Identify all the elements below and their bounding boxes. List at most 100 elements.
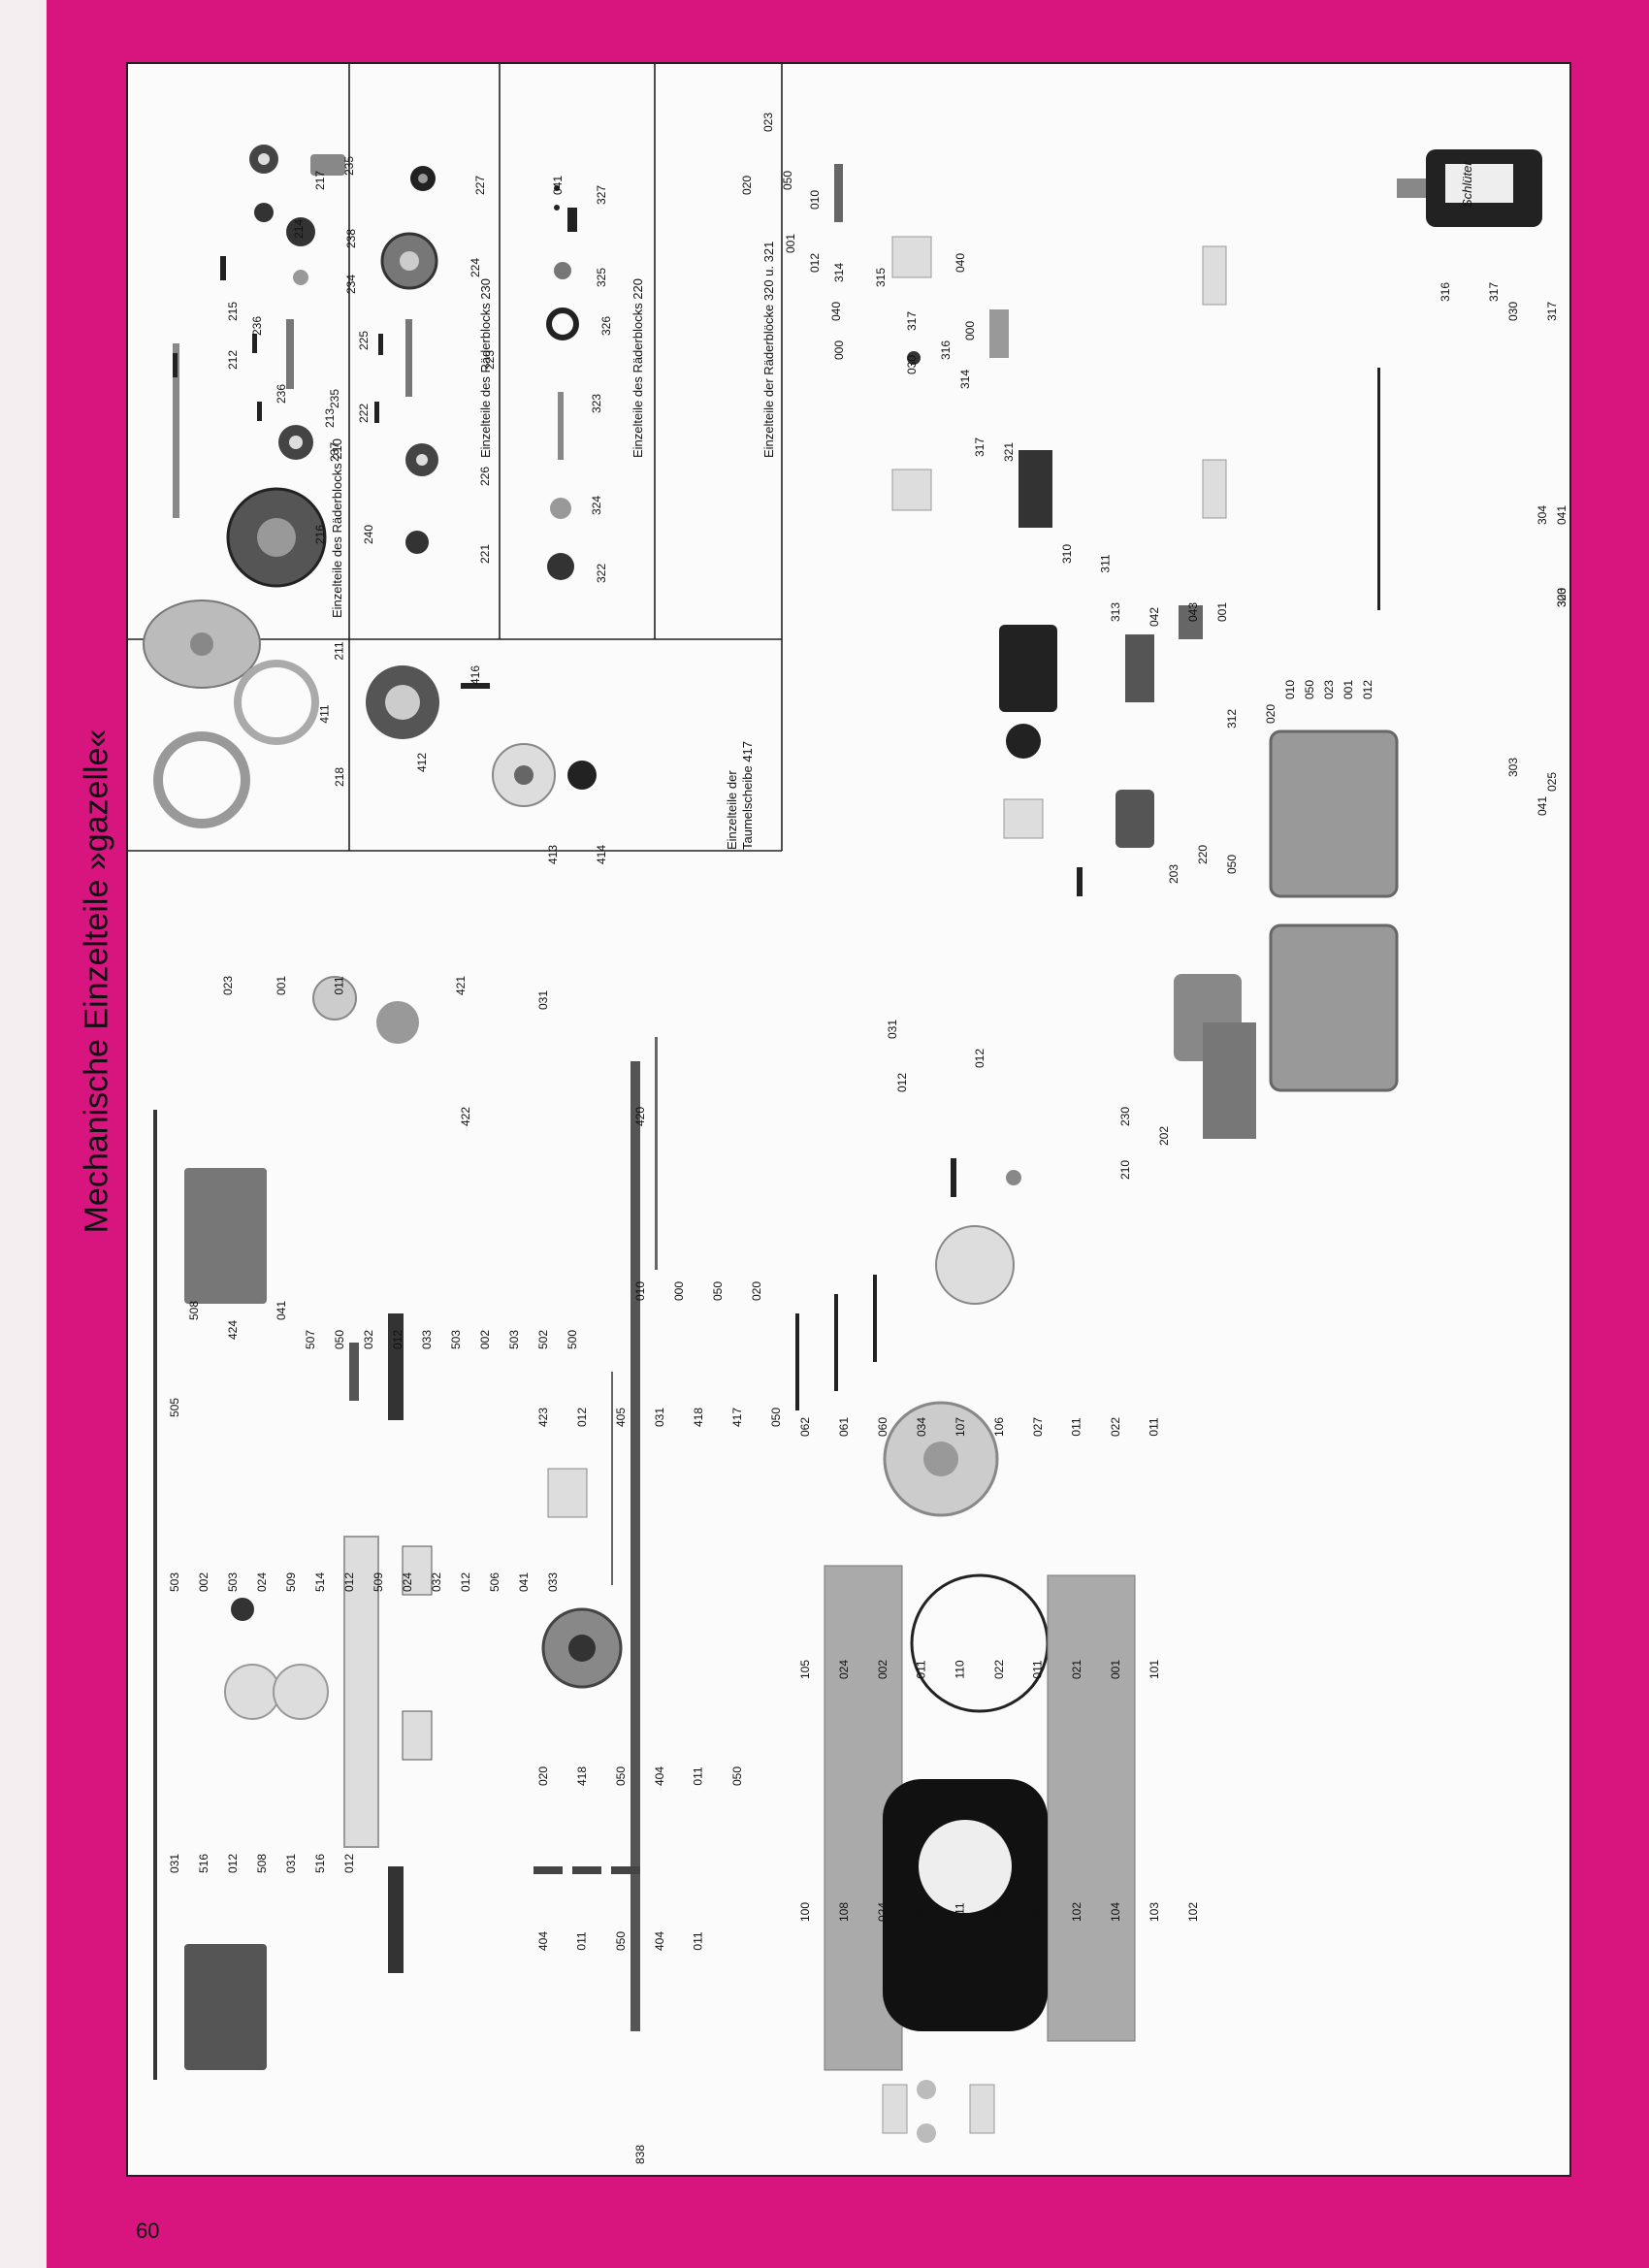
part-041-ball — [554, 185, 560, 191]
part-416-pin — [461, 683, 490, 689]
part-number-label: 034 — [915, 1416, 929, 1438]
gearbox-220-parts — [374, 166, 438, 554]
part-number-label: 041 — [517, 1571, 532, 1593]
part-313-bracket — [1003, 798, 1044, 839]
part-423-clamp — [547, 1468, 588, 1518]
part-number-label: 023 — [1322, 679, 1337, 700]
part-422-bearing — [376, 1001, 419, 1044]
part-number-label: 108 — [837, 1901, 852, 1923]
part-220-gearblock — [1116, 790, 1154, 848]
gearbox-210-parts — [143, 145, 285, 828]
part-number-label: 316 — [1439, 281, 1453, 303]
part-number-label: 315 — [874, 267, 889, 288]
part-number-label: 509 — [372, 1571, 386, 1593]
part-061-key — [834, 1294, 838, 1391]
part-number-label: 224 — [469, 257, 483, 278]
part-number-label: 100 — [798, 1901, 813, 1923]
part-235-shaft — [286, 319, 294, 389]
part-number-label: 000 — [832, 340, 847, 361]
part-034-screw — [951, 1158, 956, 1197]
part-223-shaft — [405, 319, 412, 397]
part-number-label: 221 — [478, 543, 493, 565]
part-number-label: 311 — [1098, 554, 1113, 573]
part-213-shaft — [173, 343, 179, 518]
part-317-bracket-a — [891, 236, 932, 278]
part-number-label: 002 — [478, 1329, 493, 1350]
part-number-label: 002 — [876, 1659, 890, 1680]
part-number-label: 030 — [1506, 301, 1521, 322]
part-number-label: 024 — [876, 1901, 890, 1923]
part-number-label: 012 — [973, 1048, 987, 1069]
part-number-label: 024 — [255, 1571, 270, 1593]
part-number-label: 031 — [653, 1407, 667, 1428]
part-number-label: 240 — [362, 524, 376, 545]
part-number-label: 040 — [829, 301, 844, 322]
part-222-pin — [374, 402, 379, 423]
part-number-label: 213 — [323, 407, 338, 429]
part-number-label: 503 — [507, 1329, 522, 1350]
part-number-label: 012 — [575, 1407, 590, 1428]
part-number-label: 417 — [730, 1407, 745, 1428]
part-number-label: 516 — [313, 1853, 328, 1874]
part-number-label: 002 — [915, 1901, 929, 1923]
part-number-label: 002 — [197, 1571, 211, 1593]
main-left-parts — [153, 1110, 433, 2080]
part-number-label: 211 — [332, 641, 346, 661]
part-number-label: 508 — [255, 1853, 270, 1874]
part-104-bush — [917, 2080, 936, 2099]
part-number-label: 502 — [536, 1329, 551, 1350]
part-number-label: 012 — [1361, 679, 1375, 700]
part-number-label: 031 — [536, 989, 551, 1011]
upper-right-parts — [834, 149, 1542, 839]
part-number-label: 320 — [1555, 587, 1569, 608]
part-031-screw — [1077, 867, 1083, 896]
caption-taumelscheibe-line1: Einzelteile der — [725, 770, 739, 850]
part-number-label: 011 — [1030, 1660, 1045, 1679]
part-108-bore — [919, 1820, 1012, 1913]
part-number-label: 031 — [168, 1853, 182, 1874]
part-507-lever — [349, 1343, 359, 1401]
part-number-label: 215 — [226, 301, 241, 322]
part-number-label: 418 — [575, 1766, 590, 1787]
part-number-label: 012 — [391, 1329, 405, 1350]
part-number-label: 314 — [832, 262, 847, 283]
part-number-label: 011 — [914, 1660, 928, 1679]
part-number-label: 024 — [401, 1571, 415, 1593]
part-number-label: 023 — [221, 975, 236, 996]
part-number-label: 061 — [837, 1416, 852, 1438]
part-304-rod — [1377, 368, 1380, 610]
part-number-label: 050 — [614, 1930, 629, 1952]
part-number-label: 025 — [1545, 771, 1560, 793]
part-421-flange — [312, 976, 357, 1021]
part-number-label: 001 — [1109, 1659, 1123, 1680]
part-number-label: 317 — [973, 437, 987, 458]
part-236-pin — [252, 334, 257, 353]
part-number-label: 024 — [837, 1659, 852, 1680]
part-103-bush — [917, 2123, 936, 2143]
part-404-pushrod-b — [572, 1866, 601, 1874]
part-number-label: 422 — [459, 1106, 473, 1127]
part-number-label: 001 — [784, 233, 798, 254]
caption-block-220: Einzelteile des Räderblocks 220 — [630, 278, 645, 458]
part-number-label: 838 — [633, 2144, 648, 2165]
part-number-label: 012 — [342, 1571, 357, 1593]
part-number-label: 237 — [328, 441, 342, 463]
part-102-block-b — [969, 2084, 995, 2134]
part-326-ring — [546, 308, 579, 340]
part-221-gear — [405, 531, 429, 554]
part-number-label: 505 — [168, 1397, 182, 1418]
part-number-label: 212 — [226, 349, 241, 371]
part-number-label: 033 — [420, 1329, 435, 1350]
part-number-label: 325 — [595, 267, 609, 288]
main-lower-parts — [795, 1158, 1136, 2143]
caption-block-320: Einzelteile der Räderblöcke 320 u. 321 — [761, 241, 776, 458]
part-420-shaft — [630, 1061, 640, 2031]
part-062-key — [795, 1313, 799, 1410]
part-number-label: 011 — [1069, 1417, 1083, 1437]
part-number-label: 012 — [342, 1853, 357, 1874]
part-503-bearing — [231, 1598, 254, 1621]
part-number-label: 021 — [1070, 1659, 1084, 1680]
part-number-label: 310 — [1060, 543, 1075, 565]
part-106-flange — [935, 1225, 1015, 1305]
parts-drawing — [126, 62, 1542, 2143]
